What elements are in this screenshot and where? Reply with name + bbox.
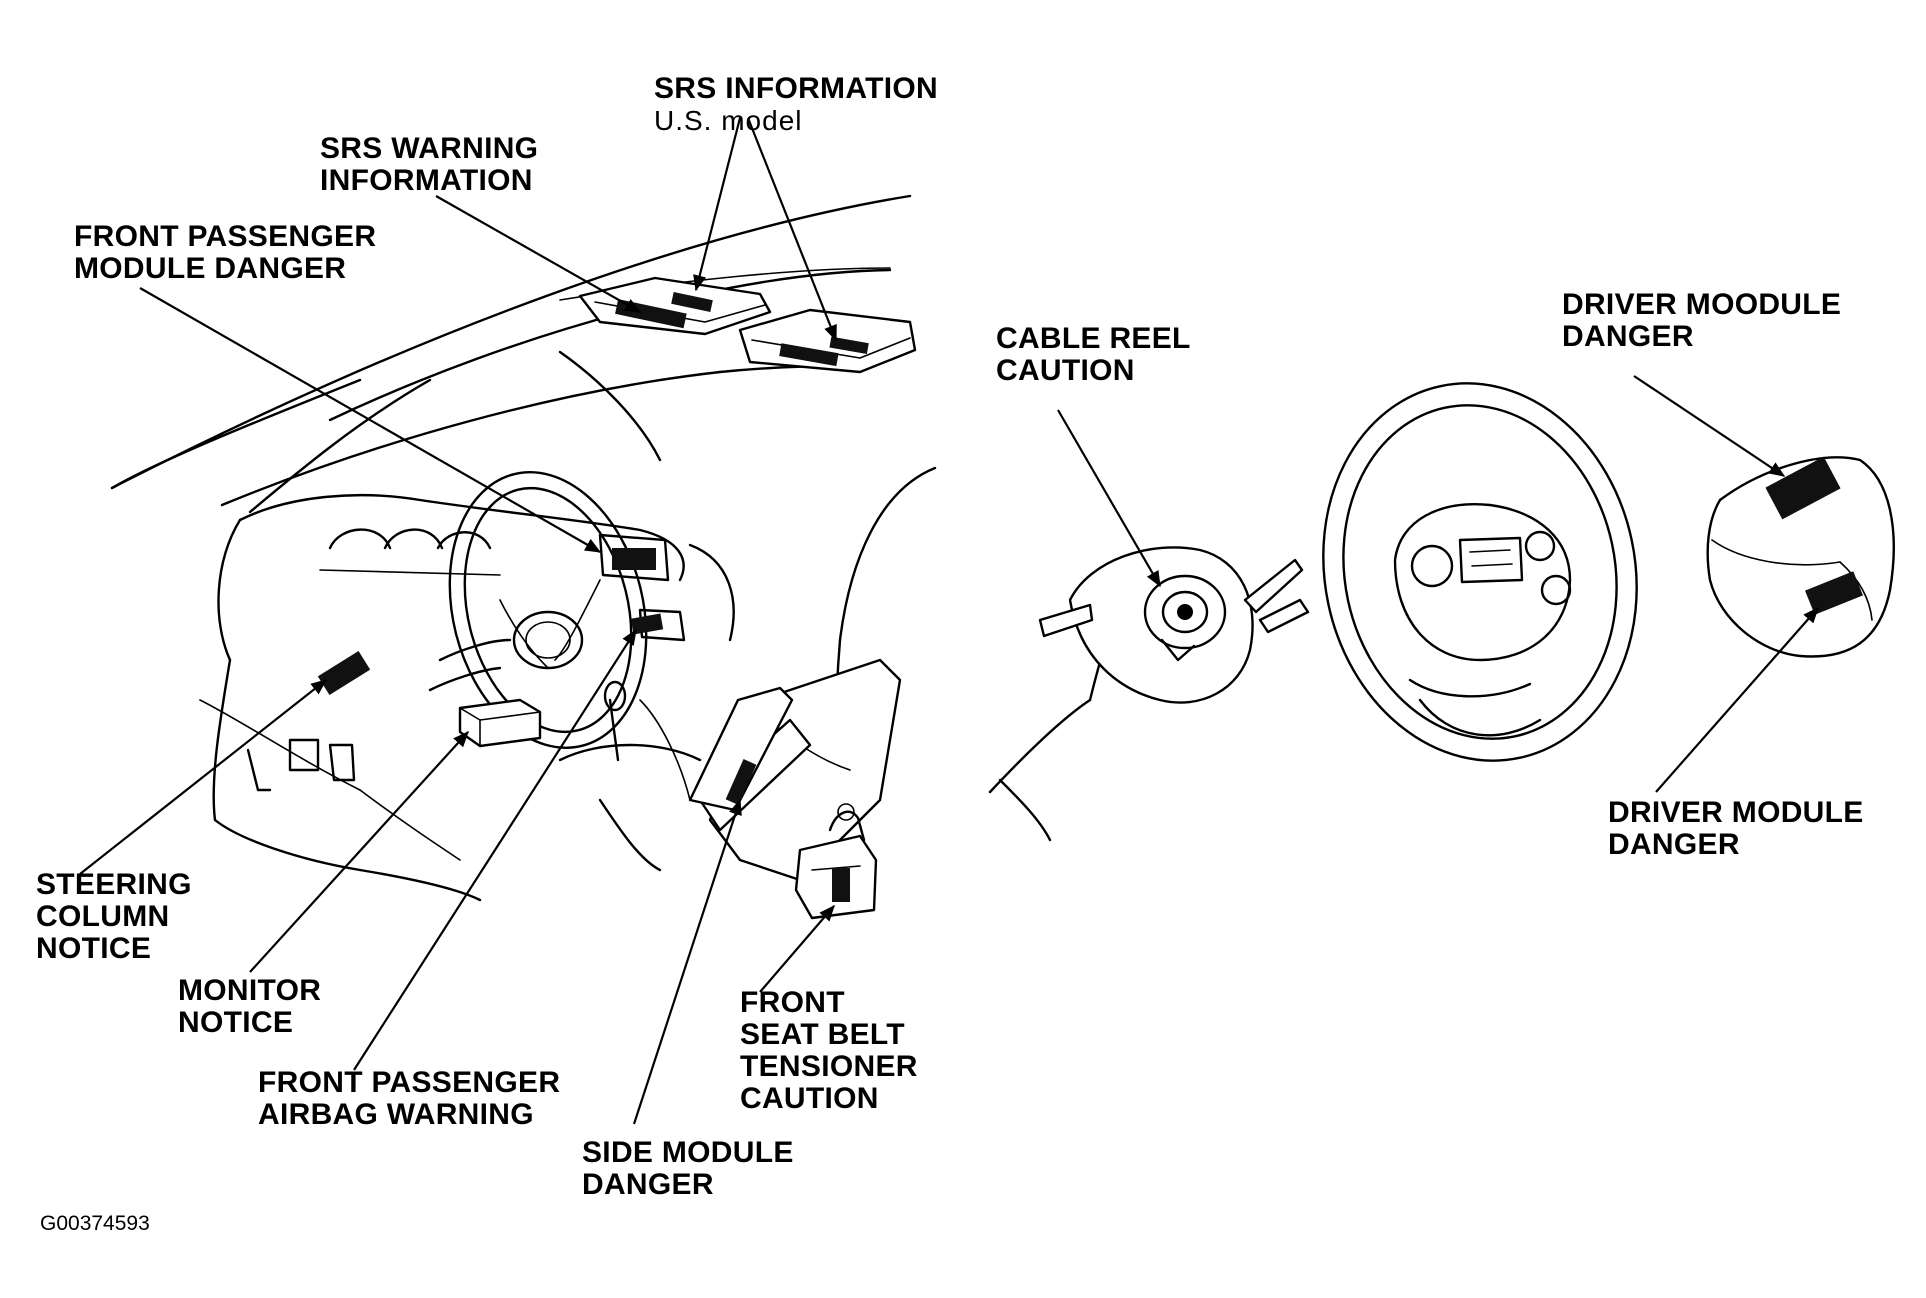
steering-column-notice-tag (317, 650, 371, 696)
steering-wheel-drawing (1322, 382, 1638, 762)
label-steering-column-line3: NOTICE (36, 932, 151, 965)
cable-reel-drawing (988, 546, 1310, 842)
driver-airbag-module-drawing (1706, 456, 1895, 658)
label-seat-belt-line2: SEAT BELT (740, 1018, 905, 1051)
label-seat-belt-line4: CAUTION (740, 1082, 879, 1115)
label-srs-warning-line2: INFORMATION (320, 164, 533, 197)
label-monitor-line1: MONITOR (178, 974, 321, 1007)
label-seat-belt-line3: TENSIONER (740, 1050, 918, 1083)
visor-label-left-b (671, 291, 713, 313)
label-steering-column-line1: STEERING (36, 868, 192, 901)
car-interior-drawing (110, 194, 937, 920)
visor-label-right-a (779, 343, 839, 367)
label-us-model: U.S. model (654, 105, 803, 136)
label-srs-information: SRS INFORMATION (654, 72, 938, 105)
label-steering-column-line2: COLUMN (36, 900, 169, 933)
label-cable-reel-line1: CABLE REEL (996, 322, 1191, 355)
label-seat-belt-line1: FRONT (740, 986, 845, 1019)
visor-label-right-b (829, 336, 869, 355)
side-module-tag (725, 759, 757, 805)
label-driver-module-line1: DRIVER MODULE (1608, 796, 1864, 829)
label-side-module-line1: SIDE MODULE (582, 1136, 794, 1169)
driver-module-tag-upper (1765, 456, 1841, 520)
label-driver-moodule-line1: DRIVER MOODULE (1562, 288, 1841, 321)
label-driver-module-line2: DANGER (1608, 828, 1740, 861)
label-srs-warning-line1: SRS WARNING (320, 132, 538, 165)
label-front-passenger-module-line1: FRONT PASSENGER (74, 220, 376, 253)
figure-code: G00374593 (40, 1212, 150, 1235)
front-passenger-airbag-tag (630, 613, 664, 635)
callout-labels: SRS INFORMATION U.S. model SRS WARNING I… (36, 72, 1864, 1235)
label-driver-moodule-line2: DANGER (1562, 320, 1694, 353)
leader-lines (79, 117, 1819, 1125)
seat-belt-tensioner-tag (832, 868, 850, 902)
driver-module-tag-lower (1805, 571, 1863, 615)
label-front-passenger-module-line2: MODULE DANGER (74, 252, 346, 285)
label-cable-reel-line2: CAUTION (996, 354, 1135, 387)
label-front-passenger-airbag-line2: AIRBAG WARNING (258, 1098, 534, 1131)
front-passenger-module-tag (612, 548, 656, 570)
label-monitor-line2: NOTICE (178, 1006, 293, 1039)
label-front-passenger-airbag-line1: FRONT PASSENGER (258, 1066, 560, 1099)
label-side-module-line2: DANGER (582, 1168, 714, 1201)
